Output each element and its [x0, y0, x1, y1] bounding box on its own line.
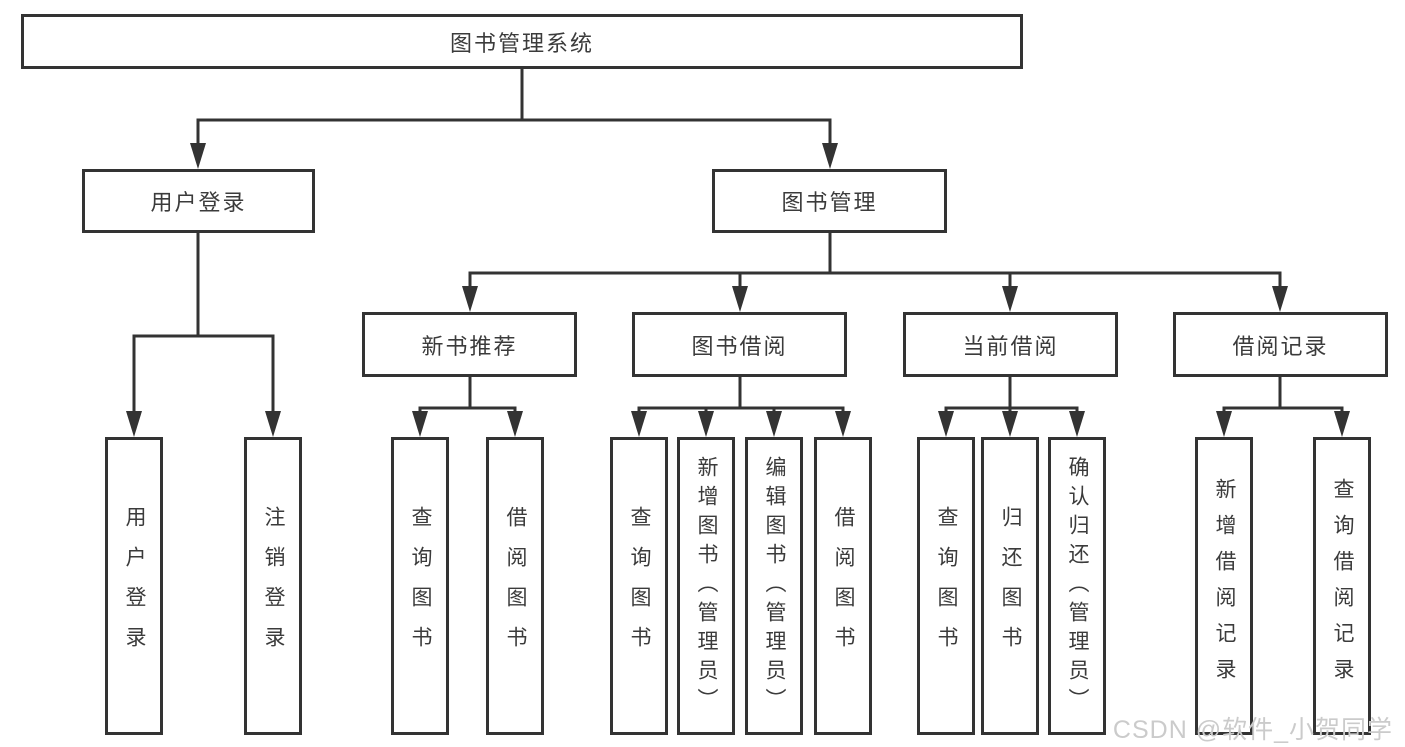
leaf-label: 查询借阅记录 — [1331, 478, 1354, 694]
arrowhead — [507, 411, 523, 437]
arrowhead — [412, 411, 428, 437]
leaf-label: 查询图书 — [935, 506, 958, 666]
arrowhead — [698, 411, 714, 437]
arrowheads — [126, 143, 1350, 437]
connector-book-borrow — [637, 377, 845, 413]
arrowhead — [1216, 411, 1232, 437]
arrowhead — [462, 286, 478, 312]
arrowhead — [126, 411, 142, 437]
leaf-label: 新增借阅记录 — [1213, 478, 1236, 694]
arrowhead — [766, 411, 782, 437]
arrowhead — [1069, 411, 1085, 437]
node-current-borrow: 当前借阅 — [903, 312, 1118, 377]
arrowhead — [1334, 411, 1350, 437]
arrowhead — [190, 143, 206, 169]
connector-current-borrow — [944, 377, 1079, 413]
node-book-mgmt: 图书管理 — [712, 169, 947, 233]
connector-new-books — [418, 377, 517, 413]
leaf-user-login: 用户登录 — [105, 437, 163, 735]
leaf-logout: 注销登录 — [244, 437, 302, 735]
node-new-book-recommend: 新书推荐 — [362, 312, 577, 377]
leaf-label: 归还图书 — [999, 506, 1022, 666]
leaf-query-borrow-record: 查询借阅记录 — [1313, 437, 1371, 735]
arrowhead — [631, 411, 647, 437]
leaf-label: 新增图书（管理员） — [695, 455, 718, 717]
leaf-edit-book-admin: 编辑图书（管理员） — [745, 437, 803, 735]
leaf-add-borrow-record: 新增借阅记录 — [1195, 437, 1253, 735]
leaf-label: 确认归还（管理员） — [1066, 455, 1089, 717]
node-user-login: 用户登录 — [82, 169, 315, 233]
leaf-confirm-return-admin: 确认归还（管理员） — [1048, 437, 1106, 735]
leaf-label: 注销登录 — [262, 506, 285, 666]
leaf-add-book-admin: 新增图书（管理员） — [677, 437, 735, 735]
leaf-label: 借阅图书 — [832, 506, 855, 666]
connector-user-login — [132, 233, 275, 414]
node-book-borrow: 图书借阅 — [632, 312, 847, 377]
leaf-borrow-books-2: 借阅图书 — [814, 437, 872, 735]
connector-borrow-records — [1222, 377, 1344, 413]
leaf-query-books-2: 查询图书 — [610, 437, 668, 735]
connector-book-mgmt — [468, 233, 1282, 290]
arrowhead — [732, 286, 748, 312]
leaf-label: 用户登录 — [123, 506, 146, 666]
arrowhead — [1272, 286, 1288, 312]
arrowhead — [835, 411, 851, 437]
arrowhead — [938, 411, 954, 437]
leaf-label: 查询图书 — [628, 506, 651, 666]
leaf-borrow-books-1: 借阅图书 — [486, 437, 544, 735]
connector-root — [196, 69, 832, 146]
leaf-query-books-1: 查询图书 — [391, 437, 449, 735]
node-root: 图书管理系统 — [21, 14, 1023, 69]
leaf-return-book: 归还图书 — [981, 437, 1039, 735]
arrowhead — [1002, 411, 1018, 437]
leaf-query-books-3: 查询图书 — [917, 437, 975, 735]
arrowhead — [1002, 286, 1018, 312]
leaf-label: 借阅图书 — [504, 506, 527, 666]
node-borrow-records: 借阅记录 — [1173, 312, 1388, 377]
arrowhead — [822, 143, 838, 169]
arrowhead — [265, 411, 281, 437]
leaf-label: 编辑图书（管理员） — [763, 455, 786, 717]
leaf-label: 查询图书 — [409, 506, 432, 666]
